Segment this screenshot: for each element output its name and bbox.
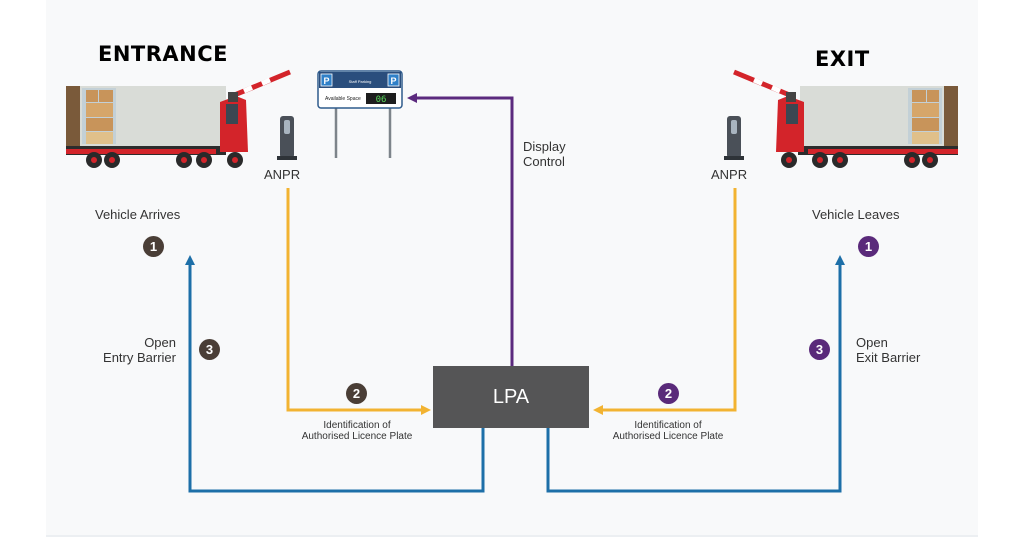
arrow-anpr-to-lpa-left xyxy=(286,188,431,415)
step-badge-entry-3: 3 xyxy=(199,339,220,360)
open-exit-barrier-label: Open Exit Barrier xyxy=(856,335,921,365)
anpr-camera-left-icon xyxy=(277,116,297,160)
arrow-anpr-to-lpa-right xyxy=(593,188,737,415)
parking-display-sign-icon: P P Staff Parking Available Space 06 xyxy=(317,70,403,158)
identification-label-right: Identification of Authorised Licence Pla… xyxy=(612,420,724,442)
step-badge-entry-2: 2 xyxy=(346,383,367,404)
sign-available-label: Available Space xyxy=(325,96,361,102)
anpr-label-left: ANPR xyxy=(264,167,301,182)
arrow-lpa-to-display xyxy=(407,93,514,366)
sign-count: 06 xyxy=(376,95,387,105)
anpr-label-right: ANPR xyxy=(711,167,748,182)
entrance-truck-icon xyxy=(66,86,248,168)
vehicle-leaves-label: Vehicle Leaves xyxy=(812,207,900,222)
display-control-label: Display Control xyxy=(523,139,566,169)
sign-p-right: P xyxy=(390,76,396,86)
sign-header-text: Staff Parking xyxy=(349,79,372,84)
step-badge-exit-3: 3 xyxy=(809,339,830,360)
entrance-barrier-icon xyxy=(228,69,291,102)
step-badge-entry-1: 1 xyxy=(143,236,164,257)
step-badge-exit-1: 1 xyxy=(858,236,879,257)
arrow-lpa-to-exit-barrier xyxy=(546,255,845,493)
exit-title: EXIT xyxy=(815,47,870,71)
sign-p-left: P xyxy=(323,76,329,86)
open-entry-barrier-label: Open Entry Barrier xyxy=(103,335,176,365)
identification-label-left: Identification of Authorised Licence Pla… xyxy=(301,420,413,442)
step-badge-exit-2: 2 xyxy=(658,383,679,404)
arrow-lpa-to-entry-barrier xyxy=(185,255,485,493)
entrance-title: ENTRANCE xyxy=(98,42,228,66)
canvas-bottom-border xyxy=(46,535,978,537)
exit-truck-icon xyxy=(776,86,958,168)
vehicle-arrives-label: Vehicle Arrives xyxy=(95,207,181,222)
lpa-box: LPA xyxy=(433,366,589,428)
anpr-camera-right-icon xyxy=(724,116,744,160)
exit-barrier-icon xyxy=(733,69,796,102)
